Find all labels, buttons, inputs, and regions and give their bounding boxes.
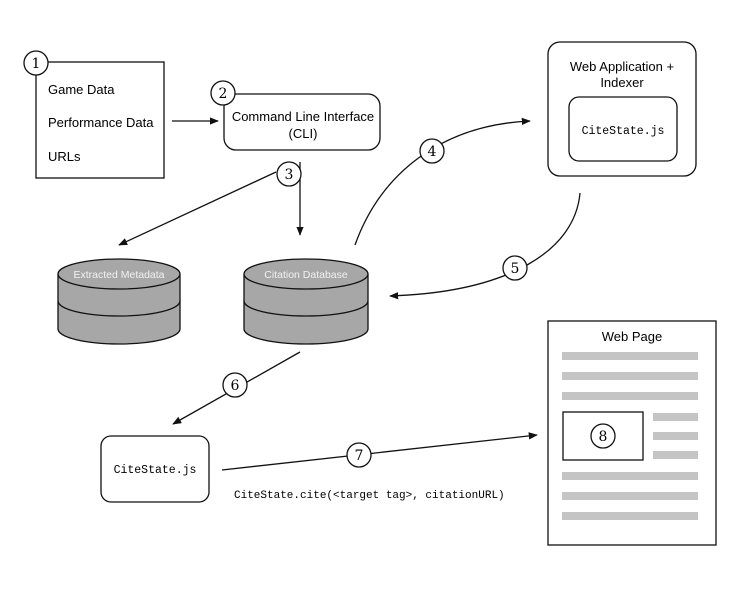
webapp-inner-box [568,96,678,162]
input-performance-data: Performance Data [48,115,154,130]
cli-box: Command Line Interface (CLI) [223,93,381,151]
webapp-inner-label: CiteState.js [582,125,665,138]
step-1-number: 1 [32,56,41,72]
extracted-metadata-database: Extracted Metadata [57,258,181,345]
inputs-box: Game Data Performance Data URLs [35,61,165,179]
step-4-number: 4 [428,144,437,160]
cli-label-line1: Command Line Interface [232,109,374,124]
step-3-number: 3 [285,167,294,183]
step-8-number: 8 [599,429,608,445]
step-7-badge: 7 [346,442,372,468]
step-1-badge: 1 [23,50,49,76]
step-4-badge: 4 [419,138,445,164]
input-game-data: Game Data [48,82,115,97]
extracted-metadata-label: Extracted Metadata [73,269,164,281]
webpage-title: Web Page [602,329,662,344]
citestate-box: CiteState.js [100,435,210,503]
arrow-cli-to-extracted [118,171,277,246]
webpage-text-line [653,413,698,421]
citation-database-label: Citation Database [264,269,348,281]
input-urls: URLs [48,149,81,164]
step-7-number: 7 [355,448,364,464]
webapp-label-line1: Web Application + [570,59,674,74]
step-6-badge: 6 [222,372,248,398]
cli-label-line2: (CLI) [289,126,318,141]
webpage-text-line [562,472,698,480]
step-2-badge: 2 [210,80,236,106]
step-5-badge: 5 [502,255,528,281]
cite-call-code: CiteState.cite(<target tag>, citationURL… [234,490,505,502]
step-8-badge: 8 [590,423,616,449]
arrow-webapp-to-citation-db [389,192,581,300]
webpage-box: Web Page [547,320,717,546]
webapp-label-line2: Indexer [600,75,644,90]
step-2-number: 2 [219,86,228,102]
webpage-text-line [562,492,698,500]
webpage-text-line [562,372,698,380]
step-3-badge: 3 [276,161,302,187]
webpage-text-line [562,392,698,400]
step-6-number: 6 [231,378,240,394]
webpage-text-line [562,512,698,520]
citestate-box-label: CiteState.js [114,464,197,477]
webpage-text-line [653,432,698,440]
step-5-number: 5 [511,261,520,277]
webpage-text-line [562,352,698,360]
webpage-text-line [653,451,698,459]
arrow-citestate-to-webpage [221,432,538,471]
webapp-box: Web Application + Indexer CiteState.js [547,41,697,177]
citation-database: Citation Database [243,258,369,345]
arrow-citation-db-to-webapp [354,117,531,246]
